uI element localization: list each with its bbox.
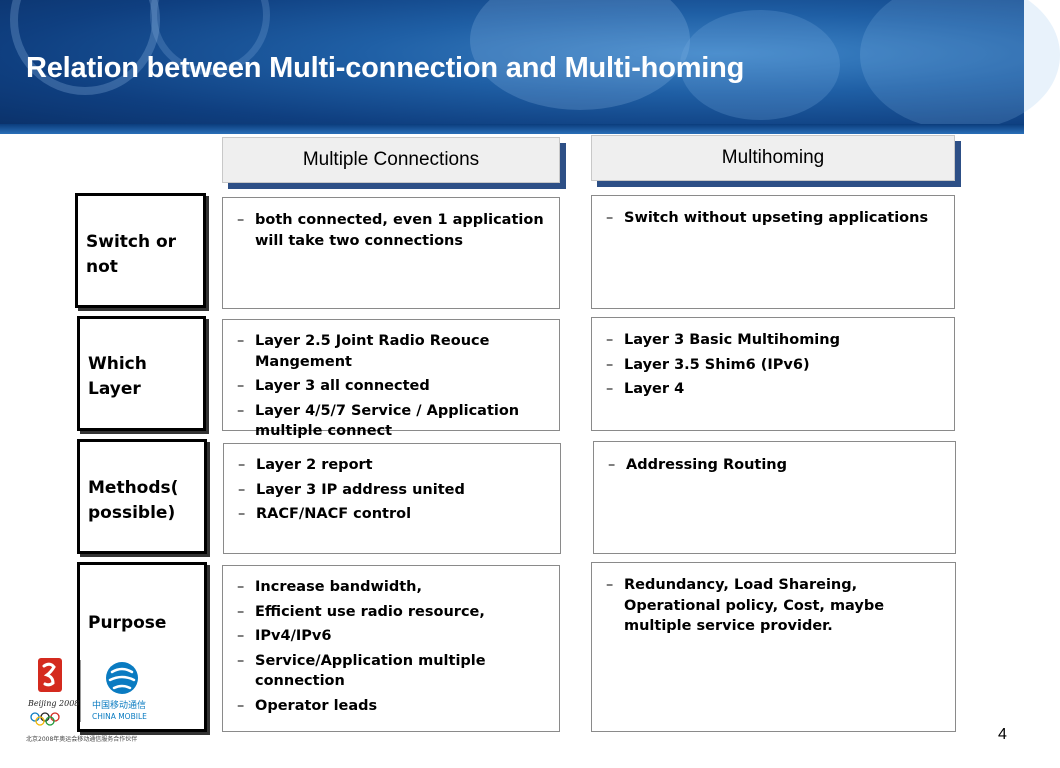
- bullet-text: IPv4/IPv6: [255, 628, 332, 644]
- header-banner: [0, 0, 1060, 134]
- row-label-text: Which Layer: [88, 354, 147, 399]
- bullet-text: Layer 3 all connected: [255, 378, 430, 394]
- bullet-text: Layer 3.5 Shim6 (IPv6): [624, 356, 810, 373]
- cell-methods-multihoming: –Addressing Routing: [593, 441, 956, 554]
- slide-title: Relation between Multi-connection and Mu…: [26, 52, 745, 84]
- bullet-item: –Layer 4/5/7 Service / Application multi…: [235, 401, 549, 442]
- bullet-text: Increase bandwidth,: [255, 579, 422, 595]
- bullet-text: Switch without upseting applications: [624, 210, 929, 226]
- beijing-2008-logo: Beijing 2008: [27, 658, 79, 726]
- bullet-text: RACF/NACF control: [256, 506, 412, 522]
- bullet-item: –Operator leads: [235, 696, 549, 717]
- bullet-item: –Efficient use radio resource,: [235, 602, 549, 623]
- bullet-item: –Service/Application multiple connection: [235, 651, 549, 692]
- bullet-dash: –: [237, 697, 245, 714]
- bullet-dash: –: [606, 577, 614, 593]
- bullet-dash: –: [237, 402, 245, 419]
- banner-decoration: [860, 0, 1060, 130]
- row-label-text: Methods( possible): [88, 478, 179, 523]
- bullet-item: –both connected, even 1 application will…: [235, 210, 549, 251]
- banner-decoration: [680, 10, 840, 120]
- row-label-switch: Switch or not: [75, 193, 206, 308]
- bullet-item: –Layer 2.5 Joint Radio Reouce Mangement: [235, 331, 549, 372]
- bullet-text: Layer 2.5 Joint Radio Reouce Mangement: [255, 333, 490, 370]
- sponsor-caption: 北京2008年奥运会移动通信服务合作伙伴: [26, 736, 138, 743]
- bullet-item: –Increase bandwidth,: [235, 577, 549, 598]
- bullet-item: –IPv4/IPv6: [235, 626, 549, 647]
- bullet-item: –Layer 3 IP address united: [236, 480, 550, 501]
- cell-switch-multihoming: –Switch without upseting applications: [591, 195, 955, 309]
- row-label-methods: Methods( possible): [77, 439, 207, 554]
- cell-switch-multiple-connections: –both connected, even 1 application will…: [222, 197, 560, 309]
- cell-layer-multiple-connections: –Layer 2.5 Joint Radio Reouce Mangement …: [222, 319, 560, 439]
- bullet-dash: –: [608, 457, 616, 473]
- svg-text:Beijing 2008: Beijing 2008: [27, 699, 79, 708]
- bullet-dash: –: [238, 481, 246, 498]
- bullet-dash: –: [237, 652, 245, 669]
- bullet-item: –Layer 4: [604, 379, 944, 400]
- bullet-text: Layer 3 Basic Multihoming: [624, 332, 840, 348]
- bullet-dash: –: [237, 628, 245, 644]
- bullet-dash: –: [606, 381, 614, 397]
- bullet-item: –Layer 2 report: [236, 455, 550, 476]
- bullet-item: –RACF/NACF control: [236, 504, 550, 525]
- logo-divider: [80, 660, 81, 722]
- cell-methods-multiple-connections: –Layer 2 report –Layer 3 IP address unit…: [223, 443, 561, 554]
- svg-text:中国移动通信: 中国移动通信: [92, 699, 146, 711]
- sponsor-logos: Beijing 2008 中国移动通信 CHINA MOBILE 北京2008年…: [26, 656, 166, 748]
- row-label-purpose: Purpose: [77, 562, 207, 732]
- bullet-text: Redundancy, Load Shareing, Operational p…: [624, 577, 885, 634]
- bullet-text: Layer 2 report: [256, 457, 373, 473]
- bullet-text: Layer 4/5/7 Service / Application multip…: [255, 402, 520, 440]
- bullet-dash: –: [238, 457, 246, 473]
- bullet-text: both connected, even 1 application will …: [255, 212, 544, 249]
- banner-decoration: [470, 0, 690, 110]
- bullet-item: –Redundancy, Load Shareing, Operational …: [604, 575, 945, 637]
- bullet-dash: –: [606, 356, 614, 373]
- bullet-dash: –: [237, 333, 245, 349]
- bullet-item: –Layer 3 Basic Multihoming: [604, 330, 944, 351]
- bullet-dash: –: [237, 378, 245, 394]
- banner-rule: [0, 124, 1024, 134]
- cell-purpose-multiple-connections: –Increase bandwidth, –Efficient use radi…: [222, 565, 560, 732]
- bullet-text: Operator leads: [255, 697, 378, 714]
- row-label-text: Switch or not: [86, 232, 177, 277]
- bullet-text: Service/Application multiple connection: [255, 652, 486, 690]
- bullet-text: Layer 3 IP address united: [256, 481, 465, 498]
- column-header-multiple-connections: Multiple Connections: [222, 137, 560, 183]
- page-number: 4: [998, 726, 1007, 743]
- bullet-dash: –: [237, 579, 245, 595]
- cell-purpose-multihoming: –Redundancy, Load Shareing, Operational …: [591, 562, 956, 732]
- bullet-dash: –: [237, 212, 245, 228]
- china-mobile-logo: 中国移动通信 CHINA MOBILE: [92, 662, 147, 721]
- bullet-dash: –: [237, 603, 245, 620]
- cell-layer-multihoming: –Layer 3 Basic Multihoming –Layer 3.5 Sh…: [591, 317, 955, 431]
- bullet-dash: –: [606, 332, 614, 348]
- bullet-item: –Switch without upseting applications: [604, 208, 944, 229]
- column-header-multihoming: Multihoming: [591, 135, 955, 181]
- row-label-layer: Which Layer: [77, 316, 206, 431]
- bullet-item: –Layer 3 all connected: [235, 376, 549, 397]
- bullet-dash: –: [238, 506, 246, 522]
- bullet-text: Efficient use radio resource,: [255, 603, 485, 620]
- bullet-item: –Addressing Routing: [606, 455, 945, 476]
- bullet-item: –Layer 3.5 Shim6 (IPv6): [604, 355, 944, 376]
- svg-text:CHINA MOBILE: CHINA MOBILE: [92, 712, 147, 721]
- bullet-dash: –: [606, 210, 614, 226]
- bullet-text: Addressing Routing: [626, 457, 788, 473]
- row-label-text: Purpose: [88, 613, 167, 633]
- bullet-text: Layer 4: [624, 381, 685, 397]
